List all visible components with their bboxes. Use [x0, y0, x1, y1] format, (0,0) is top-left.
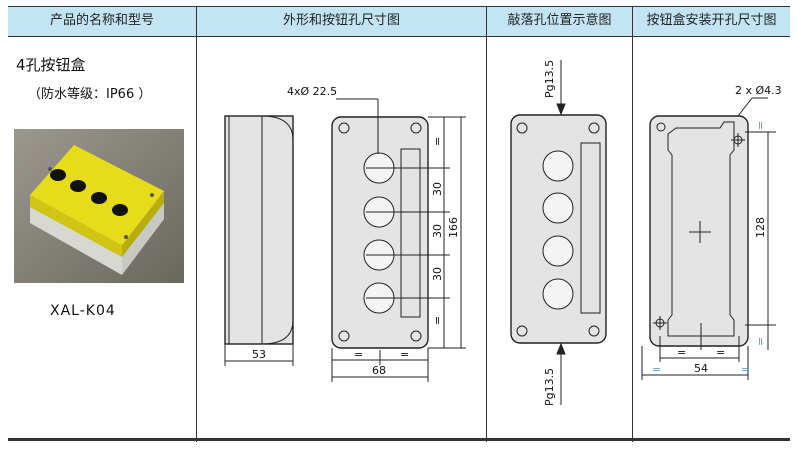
mount-equal-bottom: = [754, 337, 767, 346]
depth-dimension: 53 [252, 348, 266, 361]
equal-mark-left: = [354, 348, 363, 361]
knockout-view-drawing [510, 60, 607, 405]
table-header-bar [8, 6, 790, 36]
header-outline-dimensions: 外形和按钮孔尺寸图 [282, 13, 400, 28]
pitch-dimension-2: 30 [431, 224, 444, 238]
side-view-drawing [224, 115, 294, 366]
mount-equal-top: = [754, 121, 767, 130]
table-top-border [8, 6, 790, 7]
header-knockout-position: 敲落孔位置示意图 [507, 13, 612, 28]
header-mounting-holes: 按钮盒安装开孔尺寸图 [646, 13, 777, 28]
pitch-dimension-3: 30 [431, 267, 444, 281]
product-title: 4孔按钮盒 [16, 56, 86, 74]
mount-equal-far-left: = [652, 363, 661, 376]
mount-equal-right: = [716, 346, 725, 359]
equal-mark-bottom: = [431, 316, 444, 325]
mounting-width-dimension: 54 [694, 362, 708, 375]
mount-equal-far-right: = [741, 363, 750, 376]
equal-mark-right: = [400, 348, 409, 361]
column-divider-3 [632, 6, 633, 442]
button-box-photo-drawing [14, 129, 184, 283]
protection-rating: （防水等级：IP66 ） [28, 87, 152, 102]
product-photo [14, 129, 184, 283]
pg-bottom-label: Pg13.5 [543, 368, 556, 406]
mounting-view-drawing [641, 97, 776, 380]
pitch-dimension-1: 30 [431, 182, 444, 196]
header-product-name: 产品的名称和型号 [49, 13, 154, 28]
model-number: XAL-K04 [50, 303, 116, 319]
mounting-pitch-dimension: 128 [754, 217, 767, 238]
column-divider-1 [196, 6, 197, 442]
pg-top-label: Pg13.5 [543, 60, 556, 98]
equal-mark-top: = [431, 137, 444, 146]
front-view-drawing [331, 98, 466, 382]
table-bottom-border [8, 438, 790, 441]
mount-equal-left: = [677, 346, 686, 359]
width-dimension: 68 [372, 364, 386, 377]
hole-diameter-label: 4xØ 22.5 [287, 85, 337, 98]
header-divider [8, 36, 790, 37]
mounting-hole-label: 2 x Ø4.3 [735, 84, 782, 97]
height-dimension: 166 [447, 217, 460, 238]
column-divider-2 [486, 6, 487, 442]
